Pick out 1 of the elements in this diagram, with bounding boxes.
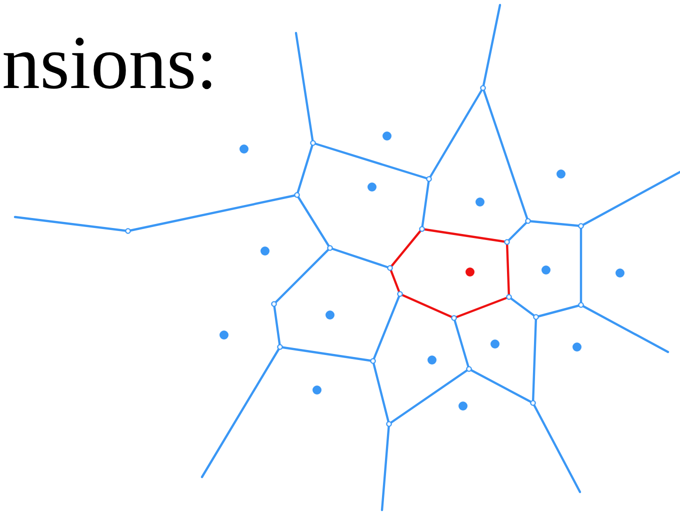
heading-text: nsions: bbox=[2, 20, 218, 107]
